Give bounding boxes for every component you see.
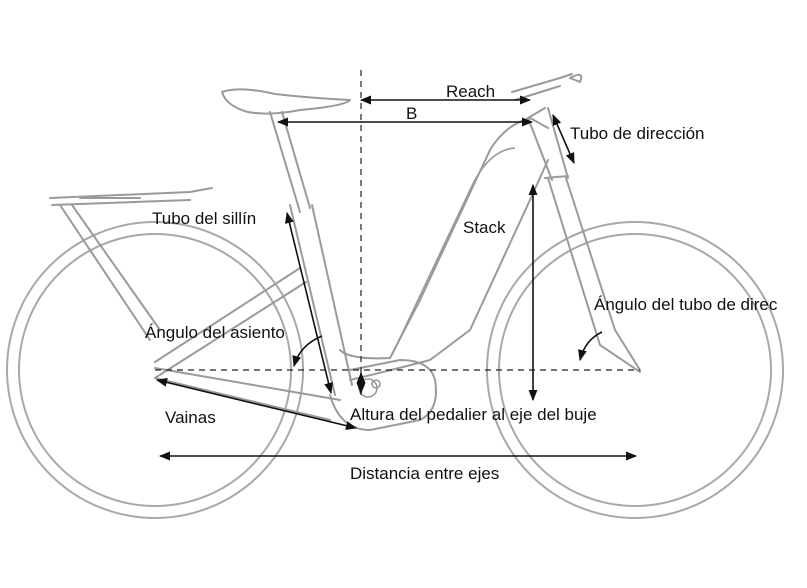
stack-label: Stack bbox=[463, 218, 506, 237]
head-angle-label: Ángulo del tubo de direc bbox=[594, 295, 778, 314]
seat-tube-label: Tubo del sillín bbox=[152, 209, 256, 228]
rear-rack bbox=[49, 187, 213, 341]
head-tube-label: Tubo de dirección bbox=[570, 124, 705, 143]
head-tube bbox=[527, 107, 569, 181]
battery-housing bbox=[391, 147, 516, 356]
bike-illustration bbox=[6, 73, 784, 519]
seat-tube-arrow bbox=[285, 211, 333, 395]
seat-tube bbox=[289, 204, 353, 396]
chainstay-label: Vainas bbox=[165, 408, 216, 427]
reach-label: Reach bbox=[446, 82, 495, 101]
seat-stays bbox=[154, 267, 307, 379]
stem-handlebar bbox=[511, 73, 583, 119]
chainstay-arrow bbox=[155, 378, 358, 430]
saddle bbox=[221, 88, 351, 115]
bb-drop-label: Altura del pedalier al eje del buje bbox=[350, 405, 597, 424]
down-tube bbox=[339, 117, 549, 381]
seat-post bbox=[269, 111, 311, 213]
fork bbox=[544, 175, 641, 373]
wheelbase-label: Distancia entre ejes bbox=[350, 464, 499, 483]
head-tube-arrow bbox=[552, 113, 575, 165]
b-label: B bbox=[406, 104, 417, 123]
head-angle-arc bbox=[578, 331, 603, 362]
seat-angle-label: Ángulo del asiento bbox=[145, 323, 285, 342]
seat-angle-arc bbox=[292, 335, 323, 368]
